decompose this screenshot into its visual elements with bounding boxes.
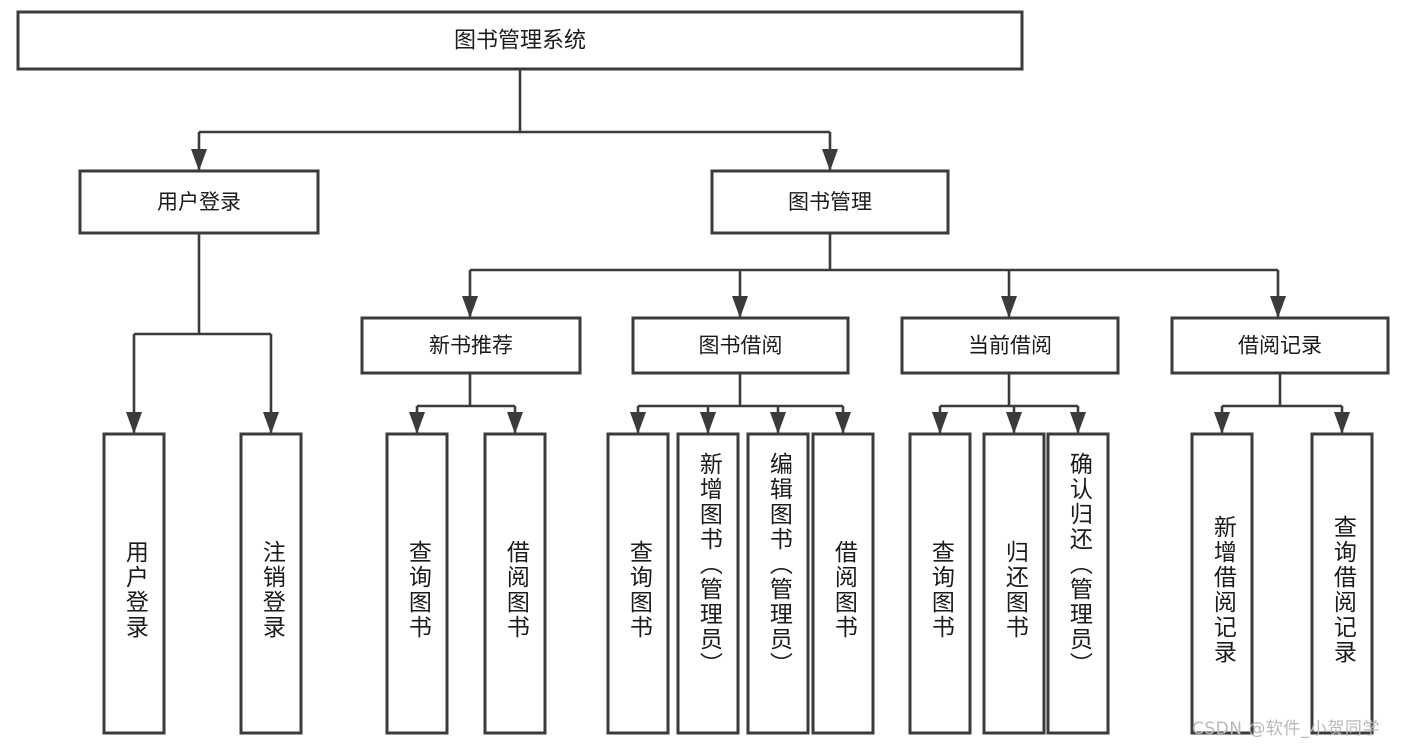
- arrow-head-icon: [1270, 296, 1286, 318]
- node-label-level2-2: 当前借阅: [968, 334, 1052, 358]
- node-box-leaf-8[interactable]: [908, 432, 972, 735]
- arrow-head-icon: [263, 412, 279, 434]
- watermark-text: CSDN @软件_小贺同学: [1192, 719, 1380, 739]
- arrow-head-icon: [835, 412, 851, 434]
- arrow-head-icon: [126, 412, 142, 434]
- arrow-head-icon: [1214, 412, 1230, 434]
- node-box-leaf-12[interactable]: [1310, 432, 1374, 735]
- node-label-level2-0: 新书推荐: [429, 334, 513, 358]
- node-box-leaf-0[interactable]: [102, 432, 166, 735]
- node-box-leaf-3[interactable]: [483, 432, 547, 735]
- node-label-level1-0: 用户登录: [157, 190, 241, 214]
- arrow-head-icon: [770, 412, 786, 434]
- node-box-level1-0[interactable]: [78, 169, 320, 235]
- node-box-leaf-5[interactable]: [676, 432, 740, 735]
- node-box-level2-1[interactable]: [631, 316, 850, 375]
- arrow-head-icon: [507, 412, 523, 434]
- arrow-head-icon: [191, 149, 207, 171]
- node-label-level2-3: 借阅记录: [1238, 334, 1322, 358]
- node-box-level2-2[interactable]: [900, 316, 1120, 375]
- node-box-leaf-2[interactable]: [385, 432, 449, 735]
- node-label-root: 图书管理系统: [454, 29, 586, 54]
- arrow-head-icon: [822, 149, 838, 171]
- node-box-leaf-7[interactable]: [811, 432, 875, 735]
- arrow-head-icon: [1334, 412, 1350, 434]
- arrow-head-icon: [932, 412, 948, 434]
- node-box-root[interactable]: [16, 10, 1024, 71]
- arrow-head-icon: [630, 412, 646, 434]
- node-box-leaf-11[interactable]: [1190, 432, 1254, 735]
- arrow-head-icon: [1006, 412, 1022, 434]
- arrow-head-icon: [1070, 412, 1086, 434]
- node-box-leaf-10[interactable]: [1046, 432, 1110, 735]
- arrow-head-icon: [732, 296, 748, 318]
- arrow-head-icon: [409, 412, 425, 434]
- node-box-level1-1[interactable]: [710, 169, 950, 235]
- node-box-leaf-4[interactable]: [606, 432, 670, 735]
- node-box-leaf-1[interactable]: [239, 432, 303, 735]
- connector-lines: [126, 69, 1350, 434]
- node-box-leaf-6[interactable]: [746, 432, 810, 735]
- arrow-head-icon: [462, 296, 478, 318]
- node-boxes: [16, 10, 1390, 735]
- node-box-level2-0[interactable]: [360, 316, 582, 375]
- node-box-level2-3[interactable]: [1170, 316, 1390, 375]
- node-box-leaf-9[interactable]: [982, 432, 1046, 735]
- arrow-head-icon: [700, 412, 716, 434]
- node-label-level2-1: 图书借阅: [699, 334, 783, 358]
- node-label-level1-1: 图书管理: [788, 190, 872, 214]
- arrow-head-icon: [1001, 296, 1017, 318]
